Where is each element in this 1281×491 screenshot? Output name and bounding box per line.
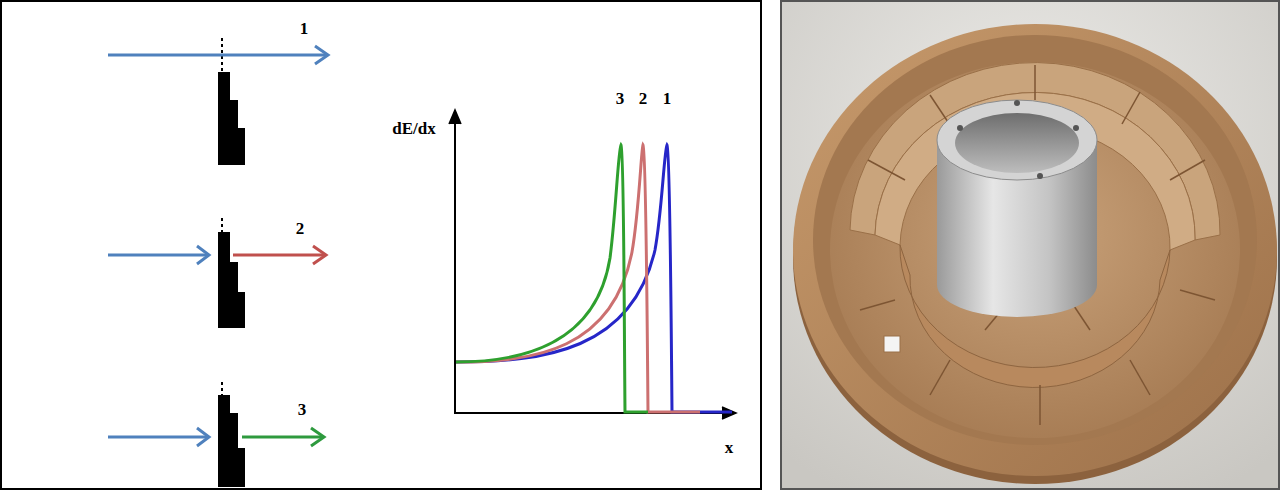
curve-number: 1	[663, 90, 672, 107]
arrow-number: 2	[296, 220, 305, 237]
modulator-wheel-photo	[781, 1, 1279, 489]
row-1	[108, 38, 328, 165]
axis-label: x	[725, 439, 734, 456]
bragg-curves	[456, 145, 732, 412]
row-2	[108, 218, 326, 328]
curve-number: 3	[616, 90, 625, 107]
arrow-number: 3	[298, 401, 307, 418]
axis-label: dE/dx	[392, 120, 435, 137]
graph-axes	[449, 110, 736, 419]
curve-number: 2	[639, 90, 648, 107]
row-3	[108, 382, 324, 487]
arrow-number: 1	[300, 20, 309, 37]
panel-frame	[1, 1, 761, 489]
